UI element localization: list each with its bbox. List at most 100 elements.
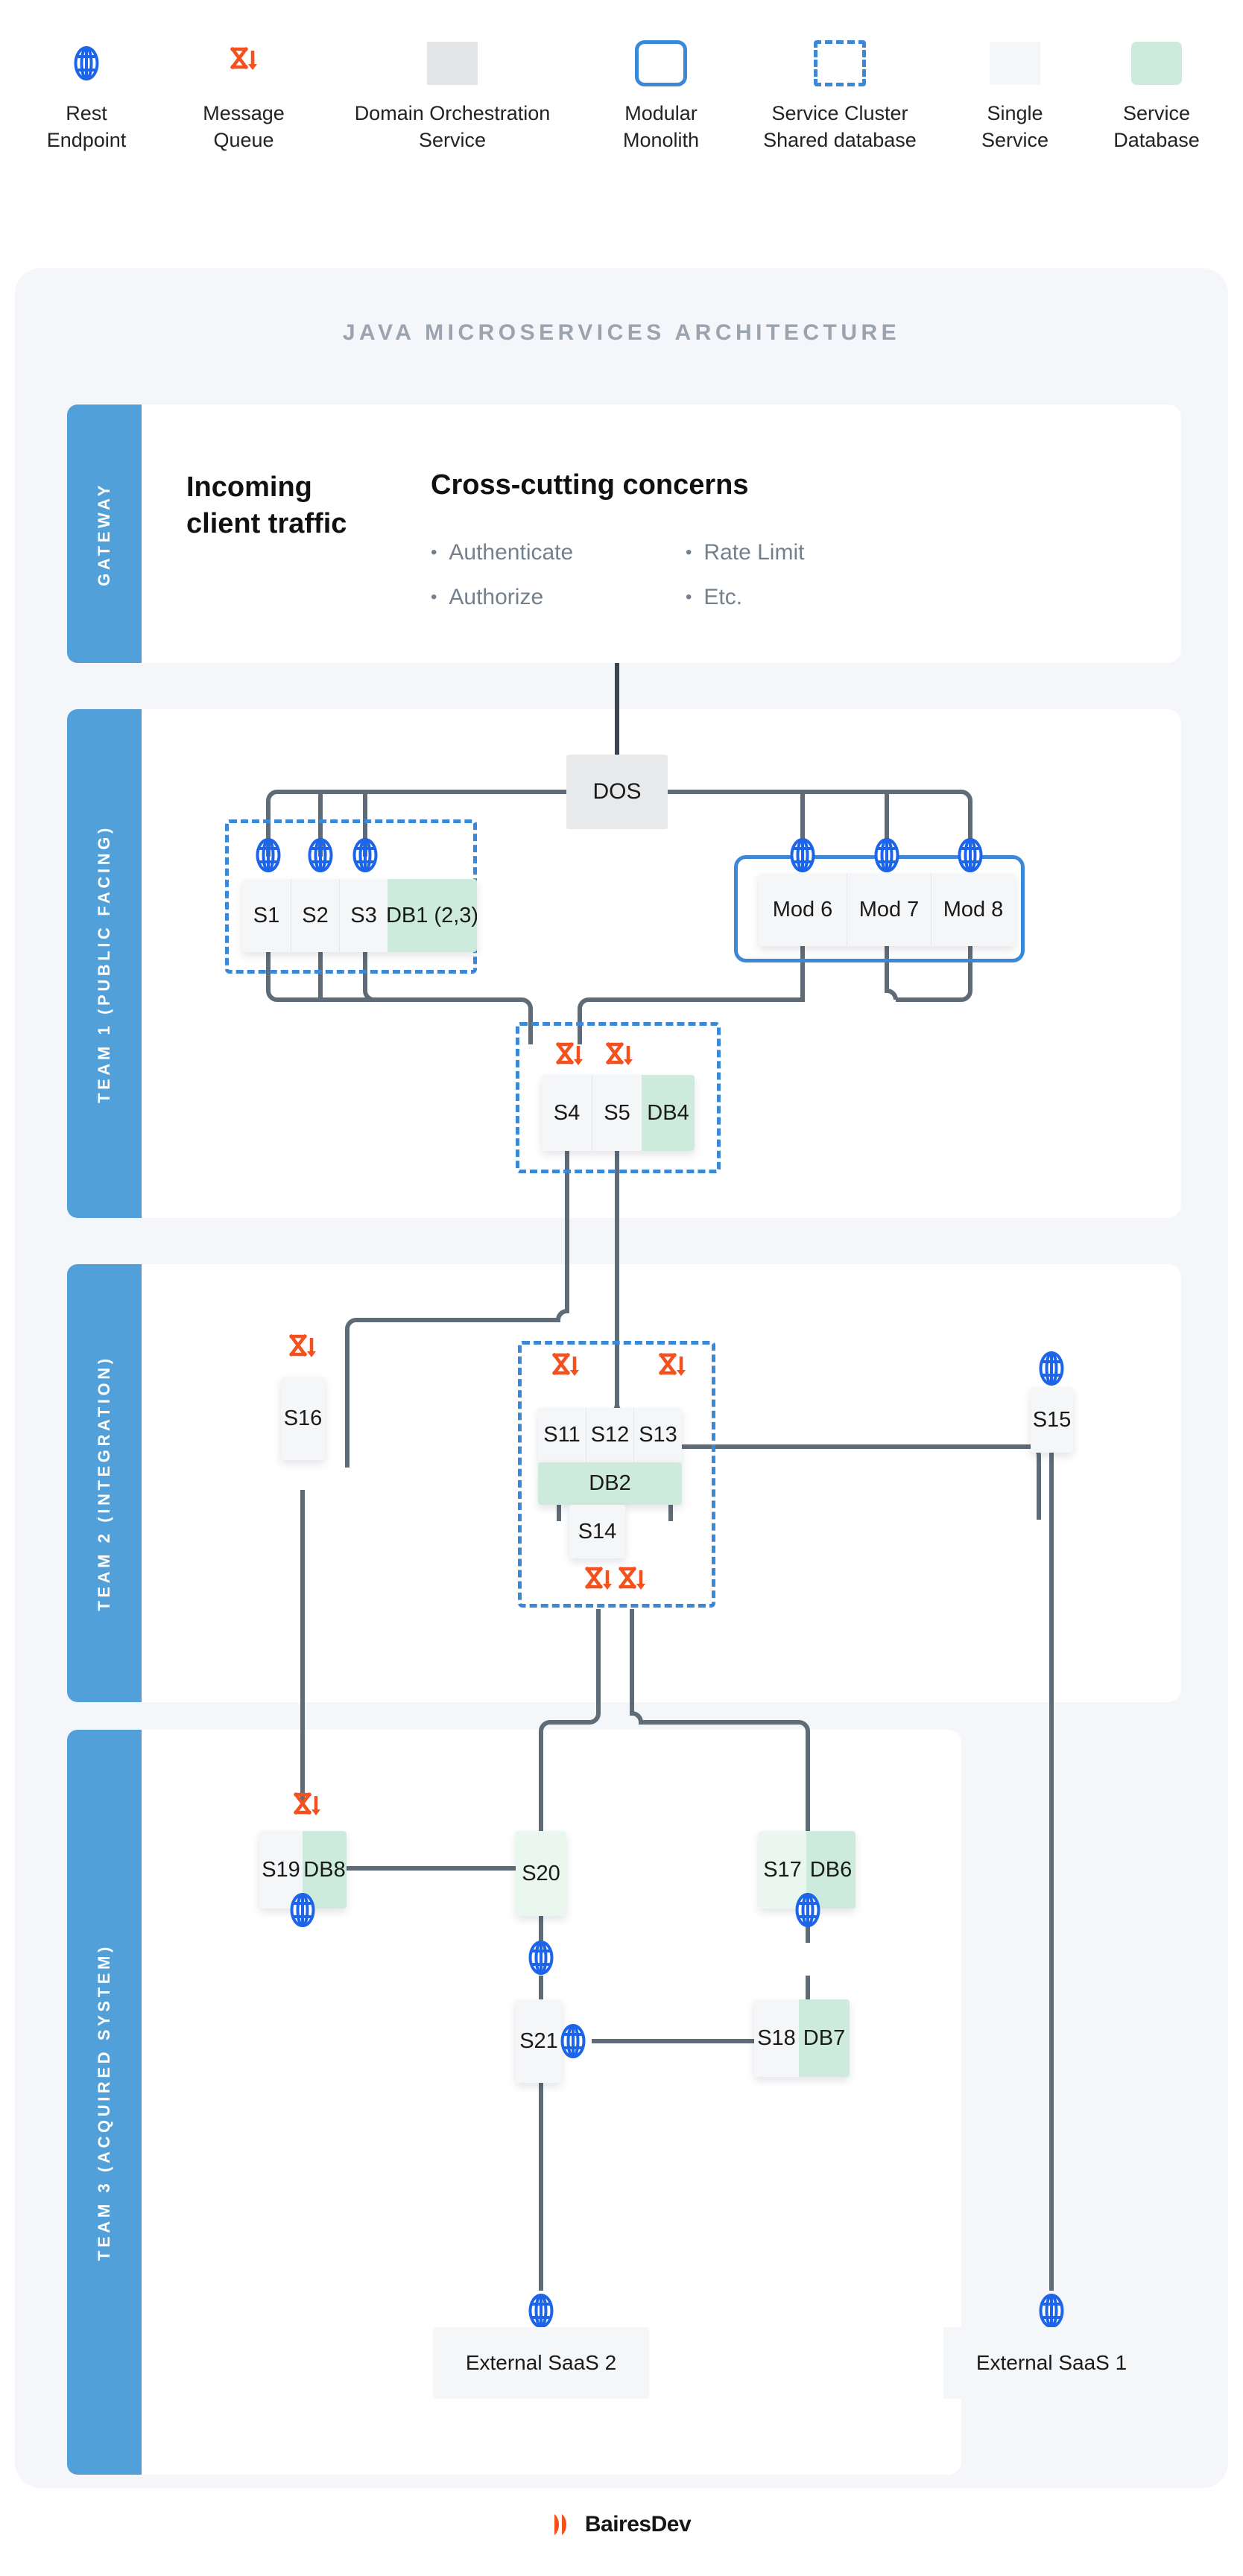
- concern-item: Authorize: [431, 585, 543, 610]
- node-s12[interactable]: S12: [586, 1408, 633, 1462]
- diagram-title: JAVA MICROSERVICES ARCHITECTURE: [342, 320, 901, 345]
- node-cluster-b[interactable]: S4 S5 DB4: [542, 1075, 695, 1151]
- globe-icon: [874, 838, 899, 872]
- node-s1[interactable]: S1: [242, 879, 291, 952]
- node-s20[interactable]: S20: [516, 1831, 566, 1916]
- service-cluster-box-b: [516, 1022, 721, 1173]
- node-cluster-a[interactable]: S1 S2 S3 DB1 (2,3): [242, 879, 477, 952]
- legend-item-domain-orchestration-service: Domain Orchestration Service: [314, 37, 590, 154]
- section-label: GATEWAY: [95, 481, 113, 586]
- node-external-saas-2[interactable]: External SaaS 2: [433, 2327, 649, 2399]
- service-database-swatch-icon: [1082, 37, 1231, 89]
- globe-icon-svg: [74, 46, 99, 80]
- message-queue-icon: [584, 1566, 612, 1590]
- legend-label: Service: [1122, 102, 1191, 124]
- brand-name: BairesDev: [584, 2512, 692, 2537]
- node-monolith[interactable]: Mod 6 Mod 7 Mod 8: [759, 873, 1015, 946]
- node-s21[interactable]: S21: [516, 1999, 562, 2083]
- modular-monolith-swatch-icon: [590, 37, 732, 89]
- node-s15-wrap[interactable]: S15: [1031, 1387, 1073, 1453]
- globe-icon: [560, 2024, 586, 2058]
- node-s20-wrap[interactable]: S20: [516, 1831, 566, 1916]
- dos-swatch-icon: [314, 37, 590, 89]
- node-s18-db7[interactable]: S18 DB7: [754, 1999, 850, 2077]
- node-s14-wrap[interactable]: S14: [569, 1505, 625, 1558]
- legend-label: Database: [1113, 129, 1200, 152]
- legend-label: Message: [203, 102, 285, 124]
- legend-label: Service: [418, 129, 487, 152]
- node-mod8[interactable]: Mod 8: [931, 873, 1015, 946]
- legend-label: Domain Orchestration: [354, 102, 551, 124]
- legend-item-service-database: Service Database: [1082, 37, 1231, 154]
- node-s3[interactable]: S3: [339, 879, 388, 952]
- node-s16-wrap[interactable]: S16: [281, 1377, 325, 1460]
- node-s14[interactable]: S14: [569, 1505, 625, 1558]
- message-queue-icon: [658, 1352, 686, 1376]
- globe-icon: [528, 1941, 554, 1975]
- legend-item-rest-endpoint: Rest Endpoint: [0, 37, 173, 154]
- legend-label: Single: [987, 102, 1043, 124]
- globe-icon: [790, 838, 815, 872]
- node-s4[interactable]: S4: [542, 1075, 592, 1151]
- node-s17[interactable]: S17: [759, 1831, 806, 1909]
- legend-label: Monolith: [622, 129, 700, 152]
- legend-item-service-cluster: Service Cluster Shared database: [732, 37, 948, 154]
- node-s5[interactable]: S5: [592, 1075, 642, 1151]
- message-queue-icon-svg: [230, 46, 257, 70]
- message-queue-icon: [288, 1333, 316, 1357]
- section-band-team1: TEAM 1 (PUBLIC FACING): [67, 709, 142, 1218]
- node-s16[interactable]: S16: [281, 1377, 325, 1460]
- node-db4[interactable]: DB4: [642, 1075, 695, 1151]
- node-db1[interactable]: DB1 (2,3): [386, 879, 477, 952]
- concern-item: Rate Limit: [686, 540, 804, 565]
- gateway-heading: Incoming client traffic: [186, 472, 347, 539]
- node-s19[interactable]: S19: [259, 1831, 303, 1909]
- concern-item: Etc.: [686, 585, 742, 610]
- node-db2[interactable]: DB2: [538, 1462, 682, 1505]
- node-db7[interactable]: DB7: [799, 1999, 850, 2077]
- globe-icon: [795, 1893, 820, 1927]
- globe-icon: [958, 838, 983, 872]
- section-band-team2: TEAM 2 (INTEGRATION): [67, 1264, 142, 1702]
- node-db2-wrap[interactable]: DB2: [538, 1462, 682, 1505]
- globe-icon: [352, 838, 378, 872]
- service-cluster-swatch-icon: [732, 37, 948, 89]
- legend-label: Shared database: [763, 129, 917, 152]
- legend-label: Rest: [66, 102, 107, 124]
- node-mod6[interactable]: Mod 6: [759, 873, 847, 946]
- node-s19-db8[interactable]: S19 DB8: [259, 1831, 347, 1909]
- message-queue-icon: [293, 1792, 320, 1815]
- section-band-team3: TEAM 3 (ACQUIRED SYSTEM): [67, 1730, 142, 2475]
- message-queue-icon: [173, 37, 314, 89]
- legend-item-single-service: Single Service: [948, 37, 1082, 154]
- node-s2[interactable]: S2: [291, 879, 339, 952]
- node-db8[interactable]: DB8: [303, 1831, 347, 1909]
- single-service-swatch-icon: [948, 37, 1082, 89]
- node-s18[interactable]: S18: [754, 1999, 799, 2077]
- footer-brand: BairesDev: [0, 2512, 1243, 2537]
- message-queue-icon: [605, 1041, 633, 1065]
- section-label: TEAM 2 (INTEGRATION): [95, 1355, 113, 1611]
- legend-label: Modular: [624, 102, 698, 124]
- section-label: TEAM 1 (PUBLIC FACING): [95, 824, 113, 1103]
- message-queue-icon: [618, 1566, 645, 1590]
- node-dos[interactable]: DOS: [566, 755, 668, 829]
- legend-label: Queue: [213, 129, 274, 152]
- node-s11[interactable]: S11: [538, 1408, 586, 1462]
- legend-item-modular-monolith: Modular Monolith: [590, 37, 732, 154]
- node-s13[interactable]: S13: [633, 1408, 682, 1462]
- legend-label: Service: [981, 129, 1049, 152]
- message-queue-icon: [555, 1041, 583, 1065]
- legend-label: Service Cluster: [771, 102, 908, 124]
- globe-icon: [308, 838, 333, 872]
- message-queue-icon: [551, 1352, 579, 1376]
- node-external-saas-1[interactable]: External SaaS 1: [943, 2327, 1160, 2399]
- legend-item-message-queue: Message Queue: [173, 37, 314, 154]
- node-cluster-c[interactable]: S11 S12 S13: [538, 1408, 682, 1462]
- globe-icon: [256, 838, 281, 872]
- service-cluster-box-c: [518, 1341, 715, 1608]
- node-s21-wrap[interactable]: S21: [516, 1999, 562, 2083]
- node-mod7[interactable]: Mod 7: [847, 873, 931, 946]
- globe-icon: [290, 1893, 315, 1927]
- node-s15[interactable]: S15: [1031, 1387, 1073, 1453]
